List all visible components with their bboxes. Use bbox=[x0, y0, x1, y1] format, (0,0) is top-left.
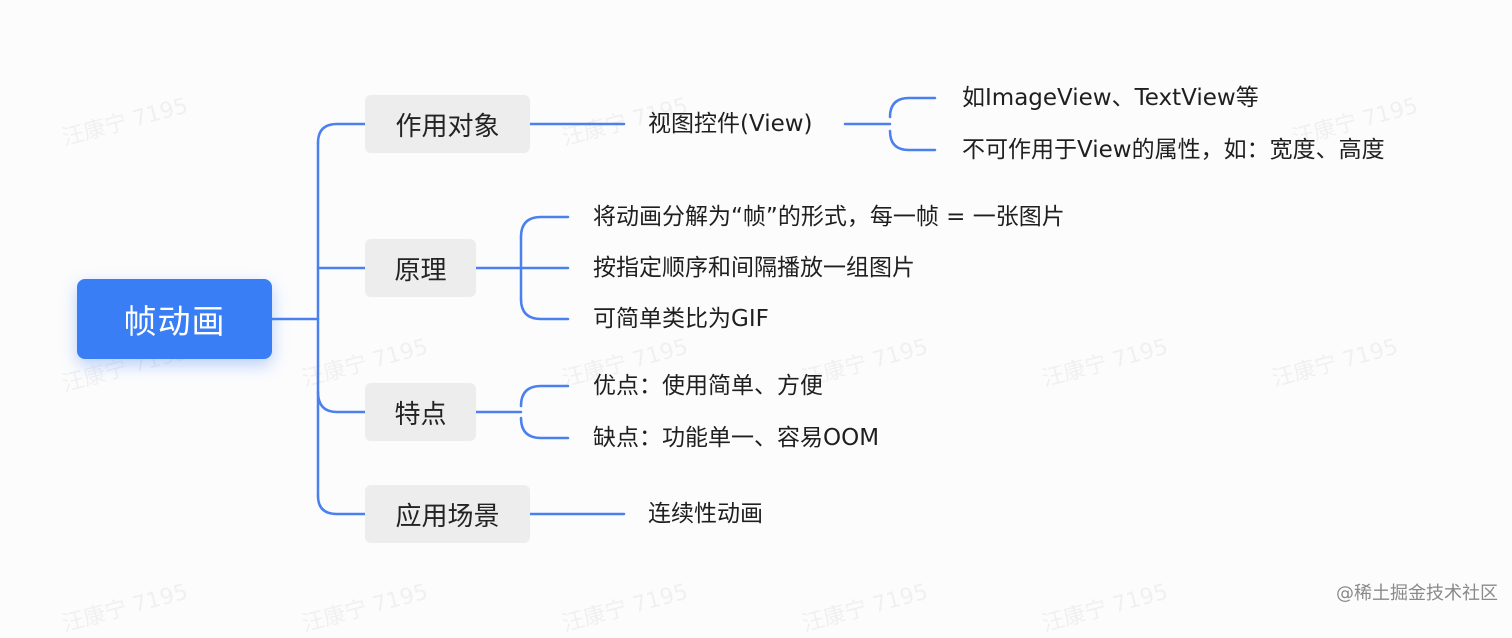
branch-node-scenario[interactable]: 应用场景 bbox=[365, 485, 530, 543]
branch-node-features[interactable]: 特点 bbox=[365, 383, 476, 441]
branch-node-label: 应用场景 bbox=[395, 501, 500, 532]
footer-watermark: @稀土掘金技术社区 bbox=[1336, 583, 1498, 604]
branch-node-label: 特点 bbox=[394, 399, 447, 430]
root-node-label: 帧动画 bbox=[123, 302, 226, 341]
leaf-node[interactable]: 优点：使用简单、方便 bbox=[593, 373, 823, 399]
branch-node-principle[interactable]: 原理 bbox=[365, 239, 476, 297]
root-node[interactable]: 帧动画 bbox=[77, 279, 272, 359]
leaf-node[interactable]: 缺点：功能单一、容易OOM bbox=[593, 425, 880, 451]
leaf-node[interactable]: 如ImageView、TextView等 bbox=[962, 85, 1259, 111]
connector-lines bbox=[270, 96, 937, 516]
leaf-node[interactable]: 不可作用于View的属性，如：宽度、高度 bbox=[962, 137, 1385, 163]
branch-node-label: 原理 bbox=[394, 255, 447, 286]
leaf-node[interactable]: 将动画分解为“帧”的形式，每一帧 = 一张图片 bbox=[593, 204, 1065, 230]
branch-node-label: 作用对象 bbox=[395, 111, 500, 142]
branch-node-target[interactable]: 作用对象 bbox=[365, 95, 530, 153]
subtopic-node-view-widget[interactable]: 视图控件(View) bbox=[648, 111, 813, 137]
leaf-node[interactable]: 可简单类比为GIF bbox=[593, 306, 769, 332]
leaf-node[interactable]: 按指定顺序和间隔播放一组图片 bbox=[593, 255, 915, 281]
leaf-node[interactable]: 连续性动画 bbox=[648, 501, 763, 527]
